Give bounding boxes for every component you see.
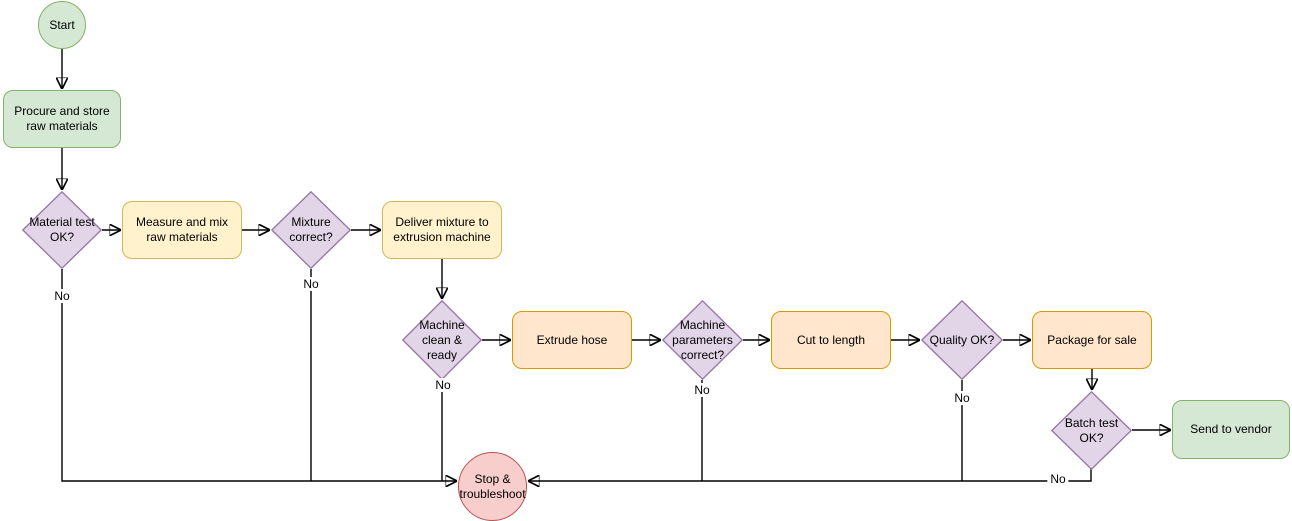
node-batch-test-label: Batch test OK? bbox=[1064, 415, 1119, 445]
node-package-label: Package for sale bbox=[1047, 332, 1137, 347]
node-start-label: Start bbox=[49, 17, 75, 32]
node-measure-mix-raw-materials: Measure and mix raw materials bbox=[122, 201, 242, 259]
diamond-shape-icon bbox=[921, 300, 1003, 380]
node-quality-label: Quality OK? bbox=[929, 332, 995, 347]
node-stop-troubleshoot: Stop & troubleshoot bbox=[458, 452, 527, 521]
edge-label-quality-ok-no: No bbox=[951, 391, 973, 405]
node-procure-store-raw-materials: Procure and store raw materials bbox=[3, 90, 121, 148]
node-material-test-label: Material test OK? bbox=[29, 215, 95, 244]
node-send-to-vendor: Send to vendor bbox=[1172, 400, 1290, 459]
node-cut-to-length: Cut to length bbox=[771, 311, 891, 369]
edge-label-material-test-no: No bbox=[51, 289, 73, 303]
edge-label-machine-parameters-no: No bbox=[691, 383, 713, 397]
diamond-shape-icon bbox=[1051, 391, 1132, 470]
node-mixture-correct-decision: Mixture correct? bbox=[271, 191, 351, 269]
edge-label-mixture-correct-no: No bbox=[300, 277, 322, 291]
edge-batch-no-to-stop bbox=[529, 469, 1092, 481]
edge-material-no-to-stop bbox=[61, 269, 456, 481]
node-quality-ok-decision: Quality OK? bbox=[921, 300, 1003, 380]
node-extrude-label: Extrude hose bbox=[536, 332, 608, 347]
node-extrude-hose: Extrude hose bbox=[512, 311, 632, 369]
node-send-vendor-label: Send to vendor bbox=[1190, 422, 1272, 436]
node-deliver-mixture: Deliver mixture to extrusion machine bbox=[382, 201, 502, 259]
node-mixture-correct-label: Mixture correct? bbox=[289, 215, 333, 244]
diamond-shape-icon bbox=[271, 191, 351, 269]
node-deliver-label: Deliver mixture to extrusion machine bbox=[393, 215, 491, 244]
edge-label-machine-clean-no: No bbox=[432, 378, 454, 392]
node-measure-mix-label: Measure and mix raw materials bbox=[135, 215, 229, 244]
node-procure-label: Procure and store raw materials bbox=[14, 104, 110, 133]
node-machine-clean-decision: Machine clean & ready bbox=[402, 300, 482, 380]
node-machine-parameters-decision: Machine parameters correct? bbox=[662, 300, 743, 380]
node-material-test-decision: Material test OK? bbox=[22, 191, 102, 269]
node-stop-label: Stop & troubleshoot bbox=[459, 471, 526, 501]
edge-label-batch-test-no: No bbox=[1047, 472, 1069, 486]
node-package-for-sale: Package for sale bbox=[1032, 311, 1152, 369]
diamond-shape-icon bbox=[662, 300, 743, 380]
diamond-shape-icon bbox=[22, 191, 102, 269]
node-machine-clean-label: Machine clean & ready bbox=[419, 317, 465, 362]
node-start: Start bbox=[38, 1, 86, 49]
node-machine-params-label: Machine parameters correct? bbox=[672, 317, 733, 362]
node-cut-length-label: Cut to length bbox=[796, 332, 866, 347]
node-batch-test-decision: Batch test OK? bbox=[1051, 391, 1132, 470]
